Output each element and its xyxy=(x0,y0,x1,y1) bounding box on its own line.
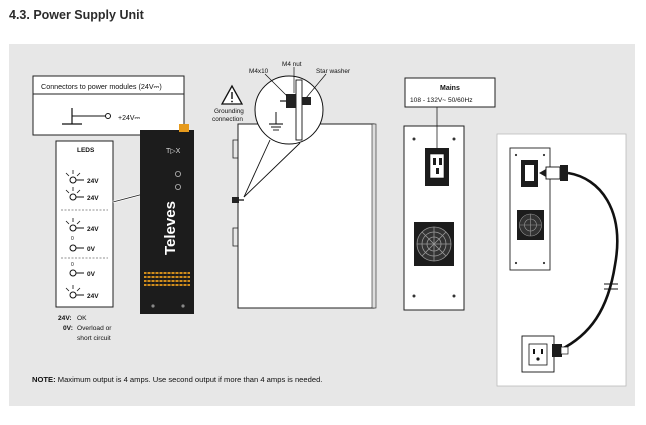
led-row xyxy=(65,187,84,201)
power-module: T▷X Televes xyxy=(140,124,194,314)
rear-panel-mini xyxy=(509,147,551,271)
led-row-label: 24V xyxy=(87,226,99,233)
led-row-label: 24V xyxy=(87,195,99,202)
note-text: NOTE: Maximum output is 4 amps. Use seco… xyxy=(32,375,322,384)
grounding-detail-magnifier xyxy=(243,75,324,198)
connectors-caption: Connectors to power modules (24V⎓) xyxy=(41,82,162,91)
mains-callout-box xyxy=(404,77,496,108)
led-row-label: 24V xyxy=(87,178,99,185)
screw-label: M4x10 xyxy=(249,68,269,75)
rear-panel xyxy=(403,125,465,311)
led-legend-text: Overload or xyxy=(77,325,112,332)
washer-label: Star washer xyxy=(316,68,351,75)
led-row xyxy=(65,170,84,184)
grounding-label: connection xyxy=(212,116,243,123)
connectors-caption-box xyxy=(32,75,185,95)
power-plug-icon xyxy=(539,165,568,181)
grounding-label: Grounding xyxy=(214,108,244,115)
note-body: Maximum output is 4 amps. Use second out… xyxy=(57,375,323,384)
mains-spec: 108 - 132V~ 50/60Hz xyxy=(410,97,473,104)
leds-box xyxy=(55,140,114,308)
led-row-label: 24V xyxy=(87,293,99,300)
led-row: 0 xyxy=(69,236,84,252)
nut-label: M4 nut xyxy=(282,61,302,68)
led-legend-key: 0V: xyxy=(63,325,73,332)
svg-text:0: 0 xyxy=(71,262,74,268)
module-logo: T▷X xyxy=(166,148,181,155)
wall-socket-icon xyxy=(521,335,569,373)
warning-triangle-icon xyxy=(220,84,244,105)
connector-voltage-label: +24V⎓ xyxy=(118,115,141,122)
led-legend-key: 24V: xyxy=(58,315,72,322)
svg-text:0: 0 xyxy=(71,236,74,242)
chassis-side-view xyxy=(232,123,377,309)
led-row xyxy=(65,285,84,299)
section-title: 4.3. Power Supply Unit xyxy=(9,8,144,22)
led-row xyxy=(65,218,84,232)
mains-title: Mains xyxy=(440,85,460,92)
leds-title: LEDS xyxy=(77,147,95,154)
module-brand: Televes xyxy=(162,201,179,255)
led-row-label: 0V xyxy=(87,271,96,278)
led-row-label: 0V xyxy=(87,246,96,253)
led-row: 0 xyxy=(69,262,84,277)
led-legend-text: OK xyxy=(77,315,87,322)
note-label: NOTE: xyxy=(32,375,56,384)
led-legend-text: short circuit xyxy=(77,335,111,342)
connector-symbol xyxy=(62,108,111,125)
power-cable xyxy=(559,171,619,352)
